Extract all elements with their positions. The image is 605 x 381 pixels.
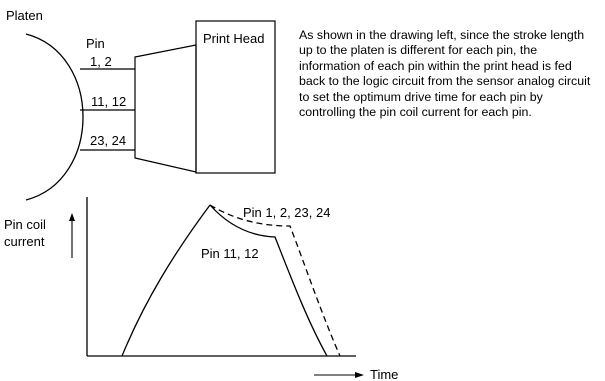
description-text: As shown in the drawing left, since the … bbox=[299, 28, 591, 120]
curve-label-pins-1-2-23-24: Pin 1, 2, 23, 24 bbox=[243, 205, 330, 220]
y-axis-label-line1: Pin coil bbox=[4, 217, 46, 232]
pin-group-1-label: 1, 2 bbox=[90, 54, 112, 69]
print-head-box bbox=[195, 20, 276, 174]
pin-group-3-label: 23, 24 bbox=[90, 133, 126, 148]
print-head-label: Print Head bbox=[203, 31, 264, 46]
print-head-nozzle bbox=[134, 44, 197, 173]
curve-pins-1-2-23-24 bbox=[209, 204, 341, 357]
y-axis-label-arrowhead bbox=[69, 213, 75, 221]
platen-shape bbox=[25, 33, 84, 201]
curve-pins-11-12 bbox=[209, 204, 328, 357]
platen-label: Platen bbox=[6, 8, 43, 23]
time-arrowhead bbox=[355, 372, 364, 378]
pin-label: Pin bbox=[86, 36, 105, 51]
y-axis-label-line2: current bbox=[4, 234, 45, 249]
current-rise-curve bbox=[121, 204, 211, 357]
pin-group-2-label: 11, 12 bbox=[91, 94, 126, 109]
x-axis-label: Time bbox=[370, 367, 398, 381]
curve-label-pins-11-12: Pin 11, 12 bbox=[201, 246, 259, 261]
